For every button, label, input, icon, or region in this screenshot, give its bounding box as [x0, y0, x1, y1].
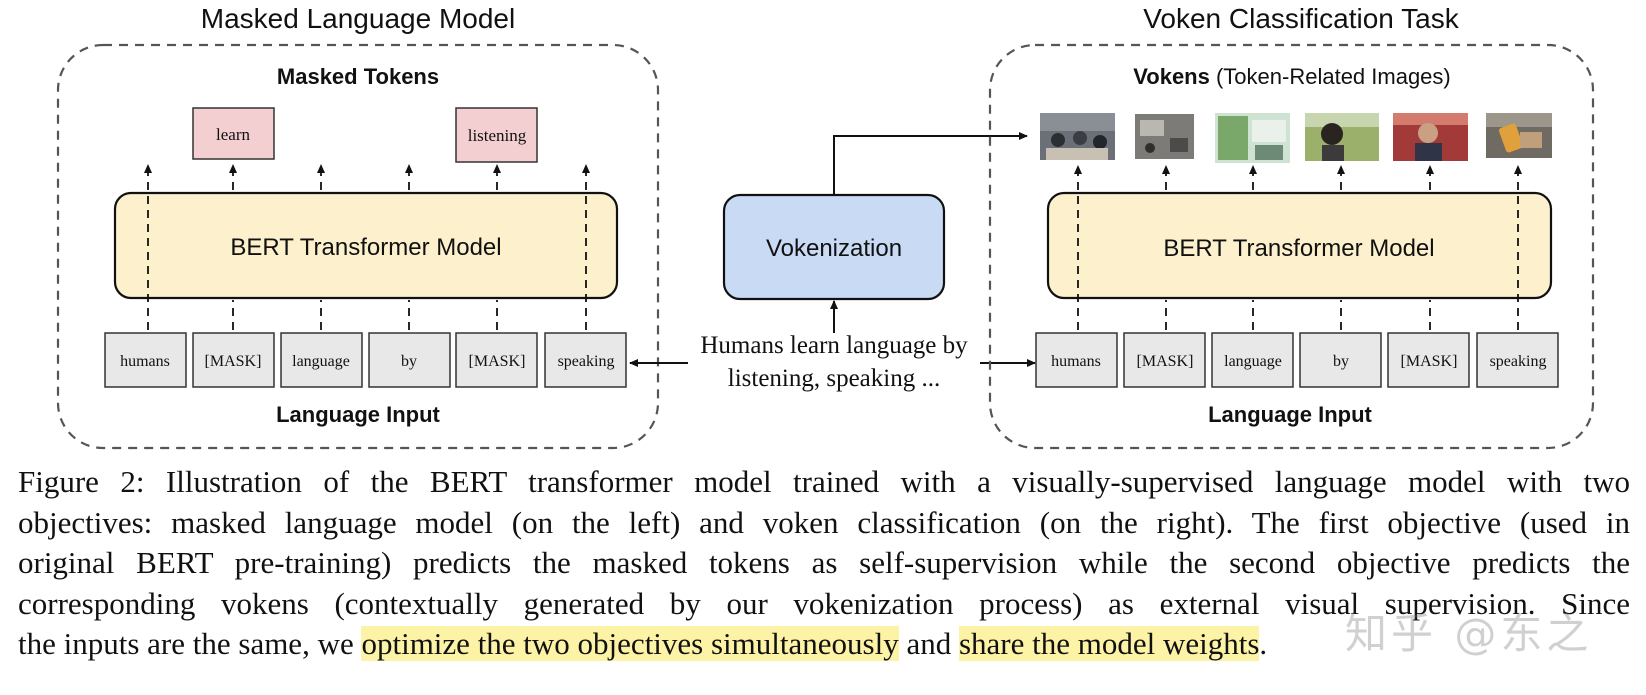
bert-model-box: [1046, 191, 1553, 300]
vokens-label-rest: (Token-Related Images): [1210, 64, 1451, 89]
caption-line: corresponding vokens (contextually gener…: [18, 585, 1630, 621]
left-panel-border: [56, 43, 660, 450]
input-sentence-line2: listening, speaking ...: [728, 365, 940, 392]
vokens-label: Vokens (Token-Related Images): [1133, 64, 1451, 89]
input-token-label: by: [401, 353, 417, 370]
caption-highlight: share the model weights: [958, 626, 1260, 661]
bert-model-label: BERT Transformer Model: [1163, 235, 1434, 262]
caption-line: objectives: masked language model (on th…: [18, 504, 1630, 540]
right-panel-title: Voken Classification Task: [1143, 3, 1459, 34]
left-dashed-arrows: [144, 164, 590, 330]
masked-tokens-label: Masked Tokens: [277, 64, 439, 89]
input-token-label: speaking: [558, 353, 615, 370]
left-panel: Masked Language Model Masked Tokens lear…: [56, 3, 660, 450]
input-token-label: [MASK]: [469, 353, 526, 370]
voken-image-phone-hand: [1486, 113, 1552, 158]
input-token-label: by: [1333, 353, 1349, 370]
language-input-label: Language Input: [1208, 402, 1372, 427]
vokenization-to-vokens-arrow: [833, 132, 1028, 195]
voken-image-desk: [1135, 114, 1194, 159]
language-input-label: Language Input: [276, 402, 440, 427]
input-sentence-line1: Humans learn language by: [700, 332, 968, 359]
right-panel-border: [988, 43, 1595, 450]
caption-line: Figure 2: Illustration of the BERT trans…: [18, 464, 1630, 499]
input-token-label: [MASK]: [1401, 353, 1458, 370]
masked-token-box: [192, 107, 275, 160]
caption-highlight: optimize the two objectives simultaneous…: [361, 626, 899, 661]
watermark: 知乎 @东之: [1345, 609, 1593, 658]
input-token-label: humans: [120, 353, 170, 370]
right-input-tokens: [1035, 332, 1559, 388]
bert-model-box: [113, 191, 619, 300]
input-token-label: humans: [1051, 353, 1101, 370]
caption-line: the inputs are the same, we optimize the…: [18, 624, 1630, 665]
voken-image-phone-call: [1305, 113, 1379, 161]
masked-token-label: listening: [468, 126, 527, 145]
input-token-label: [MASK]: [205, 353, 262, 370]
caption-text: and: [898, 626, 959, 661]
right-dashed-arrows: [1074, 165, 1522, 330]
voken-images: [1040, 113, 1552, 163]
input-token-label: language: [1224, 353, 1282, 370]
voken-image-meeting: [1040, 113, 1115, 160]
right-panel: Voken Classification Task Vokens (Token-…: [988, 3, 1595, 450]
diagram: Masked Language Model Masked Tokens lear…: [56, 3, 1595, 450]
vokens-label-bold: Vokens: [1133, 64, 1210, 89]
left-panel-title: Masked Language Model: [201, 3, 515, 34]
input-token-label: [MASK]: [1137, 353, 1194, 370]
center-section: Vokenization Humans learn language by li…: [629, 132, 1036, 392]
caption-text: .: [1259, 626, 1268, 661]
masked-token-label: learn: [216, 125, 250, 144]
figure-caption: Figure 2: Illustration of the BERT trans…: [18, 462, 1630, 665]
input-token-label: speaking: [1490, 353, 1547, 370]
masked-token-box: [455, 107, 538, 163]
caption-text: the inputs are the same, we: [18, 626, 362, 661]
input-token-label: language: [292, 353, 350, 370]
left-input-tokens: [104, 332, 627, 388]
vokenization-label: Vokenization: [766, 235, 902, 262]
voken-image-office: [1215, 113, 1290, 163]
voken-image-person-speaking: [1393, 113, 1468, 161]
caption-line: original BERT pre-training) predicts the…: [18, 545, 1630, 580]
bert-model-label: BERT Transformer Model: [230, 234, 501, 261]
